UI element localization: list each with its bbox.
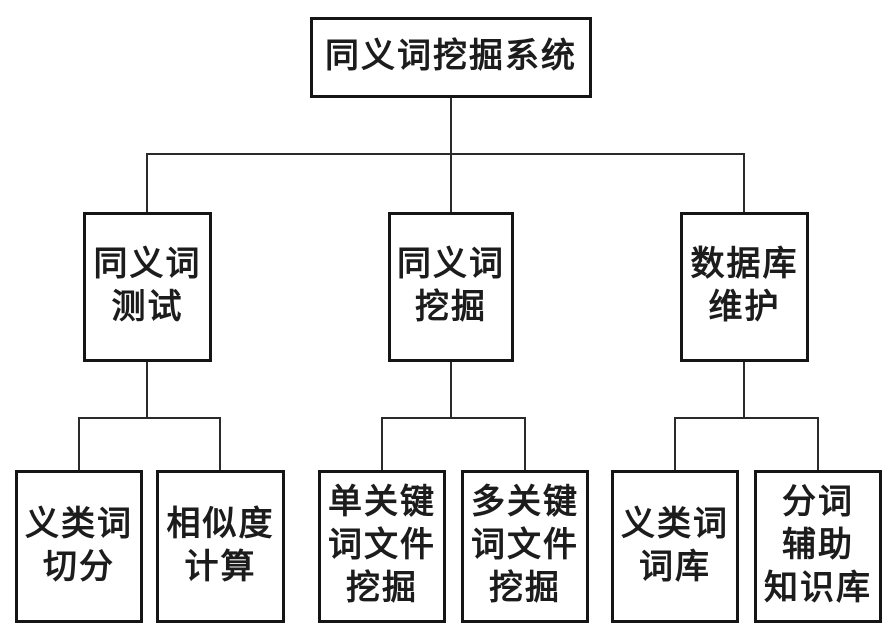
node-synonym-mining: 同义词 挖掘	[388, 212, 514, 362]
node-label-line: 测试	[111, 289, 184, 326]
node-label-line: 词库	[639, 548, 711, 586]
node-label-line: 维护	[708, 289, 781, 326]
node-label-line: 义类词	[25, 505, 133, 543]
node-label-line: 义类词	[621, 505, 729, 543]
node-label-line: 数据库	[690, 246, 799, 284]
node-sense-word-lexicon: 义类词 词库	[611, 470, 739, 623]
node-label-line: 同义词	[93, 246, 202, 284]
node-segmentation-auxiliary-knowledge-base: 分词 辅助 知识库	[754, 470, 882, 623]
node-label-line: 知识库	[764, 569, 872, 607]
node-label-line: 挖掘	[346, 569, 418, 607]
node-label-line: 挖掘	[415, 289, 487, 326]
node-similarity-computation: 相似度 计算	[156, 470, 285, 623]
node-label-line: 切分	[43, 548, 115, 586]
node-label-line: 词文件	[328, 527, 436, 565]
node-label-line: 挖掘	[489, 569, 561, 607]
node-label-line: 辅助	[782, 527, 854, 565]
node-label-line: 同义词挖掘系统	[325, 38, 577, 76]
node-label-line: 同义词	[397, 246, 505, 284]
node-sense-word-segmentation: 义类词 切分	[15, 470, 143, 623]
node-label-line: 相似度	[166, 505, 275, 543]
node-label-line: 单关键	[328, 484, 436, 522]
node-label-line: 计算	[184, 548, 257, 586]
node-label-line: 多关键	[471, 484, 579, 522]
node-database-maintenance: 数据库 维护	[680, 212, 809, 362]
node-synonym-test: 同义词 测试	[83, 212, 212, 362]
node-synonym-mining-system: 同义词挖掘系统	[310, 17, 592, 98]
node-label-line: 分词	[782, 484, 854, 522]
node-multi-keyword-file-mining: 多关键 词文件 挖掘	[461, 470, 589, 623]
node-single-keyword-file-mining: 单关键 词文件 挖掘	[318, 470, 446, 623]
node-label-line: 词文件	[471, 527, 579, 565]
